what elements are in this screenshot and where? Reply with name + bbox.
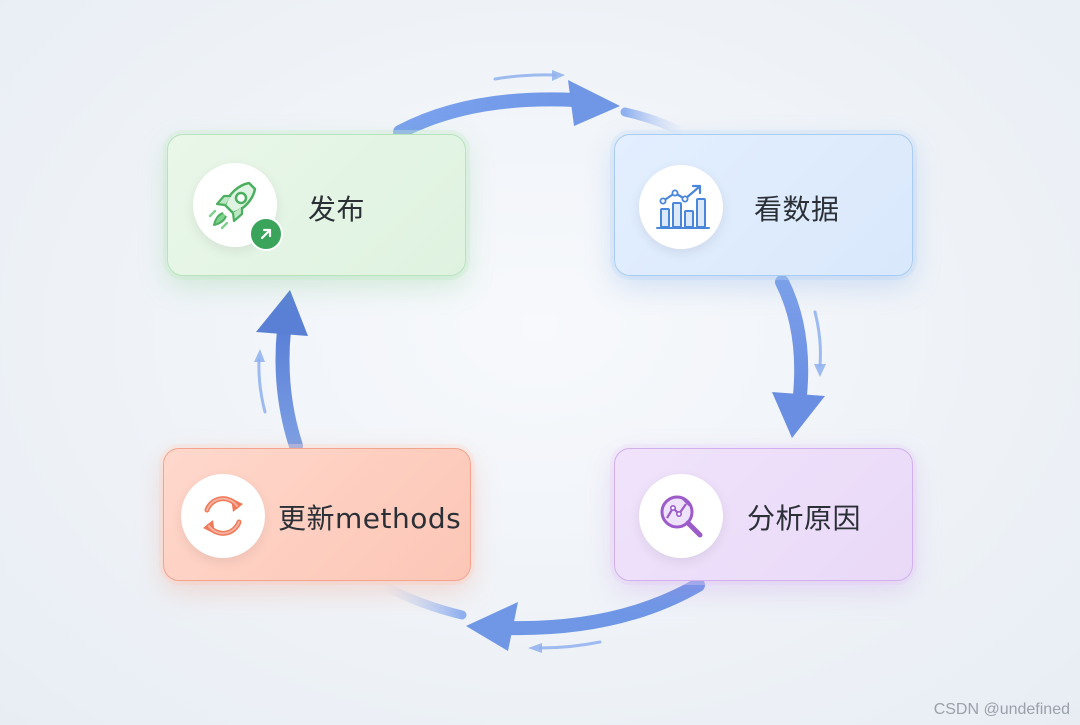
publish-icon-circle: [193, 163, 283, 251]
arrow-publish-to-data: [393, 70, 690, 139]
node-analyze: 分析原因: [614, 448, 913, 581]
watermark: CSDN @undefined: [933, 701, 1070, 718]
arrow-analyze-to-update: [377, 578, 705, 653]
node-view-data: 看数据: [614, 134, 913, 276]
node-update-methods-label: 更新methods: [278, 502, 462, 535]
data-icon-circle: [639, 165, 723, 249]
arrow-update-to-publish: [254, 290, 308, 453]
refresh-icon: [203, 496, 243, 536]
node-analyze-label: 分析原因: [747, 502, 862, 535]
node-update-methods: 更新methods: [163, 448, 471, 581]
update-icon-circle: [181, 474, 265, 558]
magnifier-chart-icon: [660, 495, 703, 538]
analyze-icon-circle: [639, 474, 723, 558]
bar-chart-icon: [656, 184, 710, 229]
node-view-data-label: 看数据: [754, 193, 840, 226]
node-publish: 发布: [167, 134, 466, 276]
arrow-data-to-analyze: [772, 275, 826, 438]
launch-badge-icon: [249, 217, 283, 251]
node-publish-label: 发布: [308, 193, 366, 226]
rocket-icon: [208, 181, 257, 230]
